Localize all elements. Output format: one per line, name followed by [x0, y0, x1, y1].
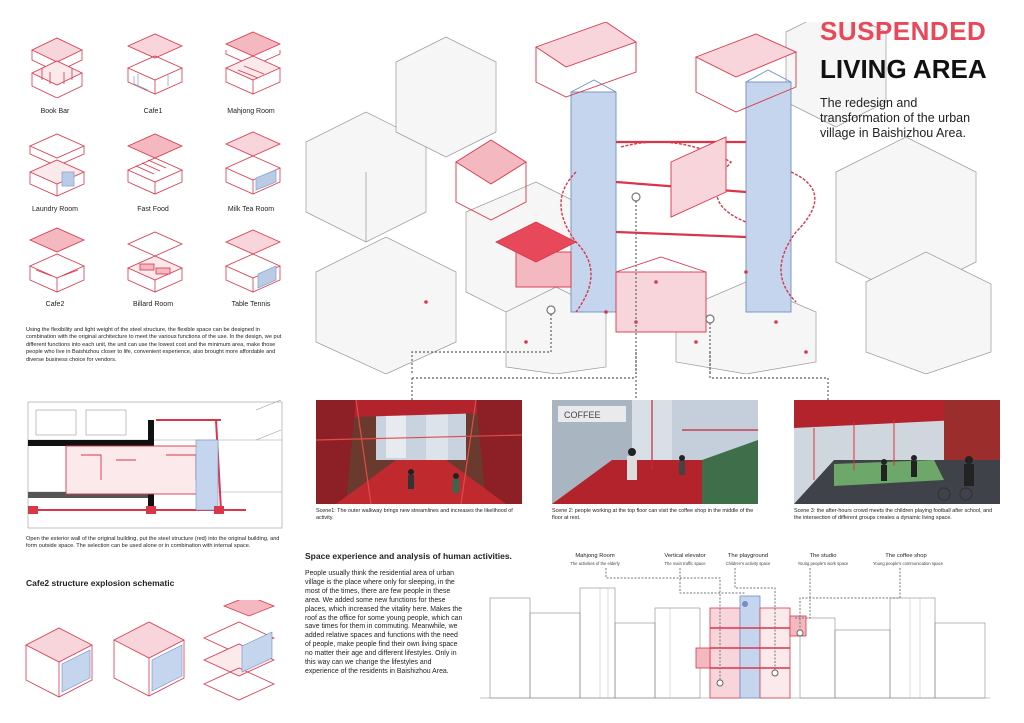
unit-drawing-mahjong-room	[225, 31, 281, 95]
scene-leader-lines	[411, 352, 829, 400]
unit-label: Mahjong Room	[227, 108, 275, 115]
unit-drawing-table-tennis	[225, 229, 281, 293]
scene-3-caption: Scene 3: the after-hours crowd meets the…	[794, 508, 993, 521]
subtitle: The redesign and transformation of the u…	[820, 96, 971, 140]
scene-1-image	[316, 400, 522, 504]
explosion-title: Cafe2 structure explosion schematic	[26, 578, 175, 588]
unit-label: Cafe1	[143, 108, 163, 115]
unit-drawing-billard-room	[127, 231, 183, 293]
title-line-2: LIVING AREA	[820, 54, 987, 84]
elevation-label-title: Vertical elevator	[664, 553, 706, 559]
elevation-label-title: The playground	[727, 553, 769, 559]
scene-2-caption: Scene 2: people working at the top floor…	[552, 508, 754, 521]
elevation-label-sub: Young people's communication space	[872, 561, 944, 566]
unit-label: Fast Food	[137, 206, 169, 213]
analysis-heading: Space experience and analysis of human a…	[305, 551, 512, 561]
main-axonometric-drawing	[305, 22, 992, 374]
unit-drawing-laundry-room	[29, 133, 85, 197]
section-drawing	[27, 400, 283, 529]
intro-text: Using the flexibility and light weight o…	[26, 327, 282, 363]
unit-drawing-book-bar	[31, 37, 83, 98]
unit-drawing-milk-tea-room	[225, 131, 281, 195]
unit-label: Table Tennis	[231, 301, 271, 308]
elevation-label-sub: The activities of the elderly	[570, 561, 620, 566]
elevation-label-sub: Children's activity space	[725, 561, 771, 566]
unit-label: Milk Tea Room	[227, 206, 275, 213]
unit-label: Billard Room	[132, 301, 174, 308]
unit-label: Laundry Room	[32, 206, 78, 213]
elevation-label-title: The coffee shop	[885, 553, 927, 559]
scene-3-image	[794, 400, 1000, 504]
title-line-1: SUSPENDED	[820, 16, 987, 46]
unit-label: Book Bar	[40, 108, 70, 115]
elevation-label-title: The studio	[809, 553, 837, 559]
scene-1-caption: Scene1: The outer walkway brings new str…	[316, 508, 513, 521]
elevation-label-sub: The main traffic space	[664, 561, 706, 566]
unit-drawing-cafe2	[29, 227, 85, 293]
section-caption: Open the exterior wall of the original b…	[26, 536, 280, 550]
unit-drawing-cafe1	[127, 33, 183, 95]
unit-label: Cafe2	[45, 301, 65, 308]
unit-drawing-fast-food	[127, 133, 183, 195]
scene-2-image: COFFEE	[552, 400, 758, 504]
elevation-drawing	[480, 568, 990, 699]
elevation-label-sub: Young people's work space	[797, 561, 849, 566]
explosion-diagrams	[25, 600, 276, 701]
analysis-body: People usually think the residential are…	[305, 570, 463, 675]
elevation-label-title: Mahjong Room	[575, 553, 615, 559]
coffee-sign: COFFEE	[564, 410, 601, 420]
